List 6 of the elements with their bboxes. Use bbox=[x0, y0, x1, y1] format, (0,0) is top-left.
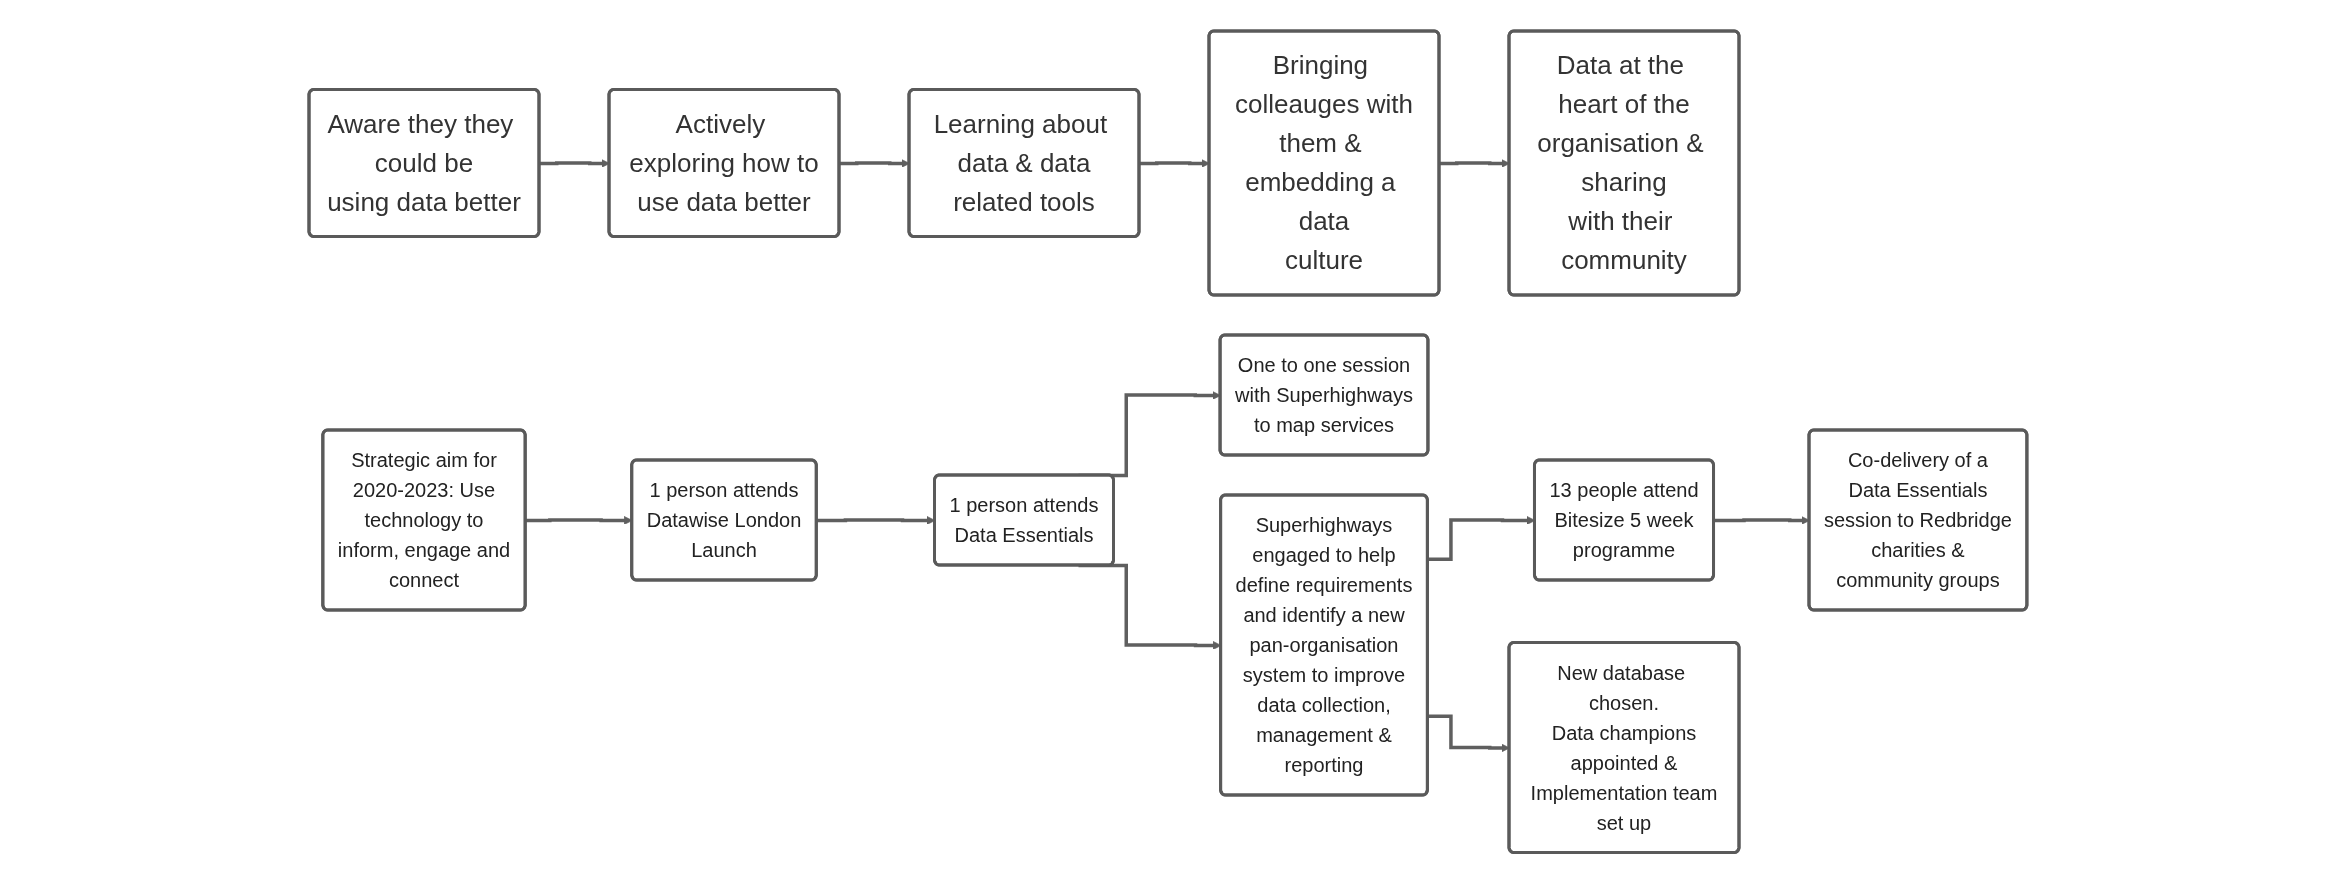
arrow bbox=[839, 158, 910, 168]
arrow bbox=[539, 158, 610, 168]
arrow bbox=[1714, 515, 1810, 525]
arrow bbox=[1439, 158, 1510, 168]
arrow bbox=[1427, 714, 1510, 753]
arrow bbox=[1139, 158, 1210, 168]
